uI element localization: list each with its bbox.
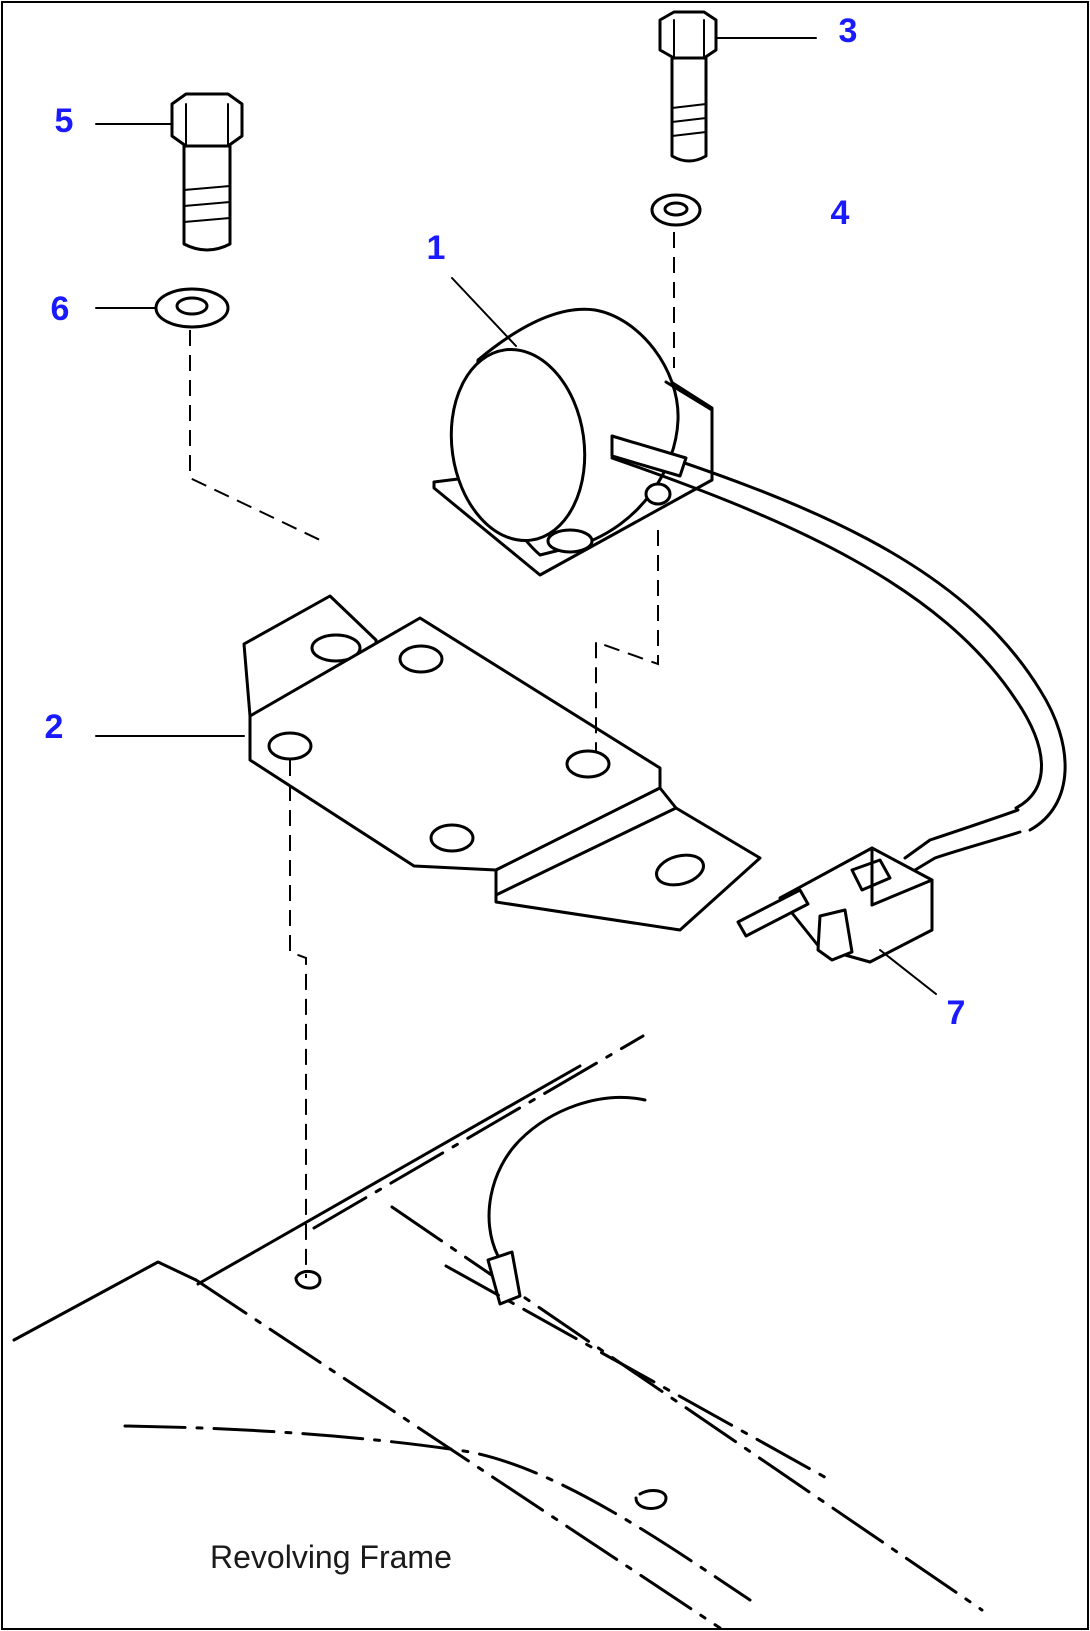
callout-7: 7 <box>947 994 966 1032</box>
wire-harness <box>610 434 1067 872</box>
callout-2: 2 <box>45 708 64 746</box>
callout-1: 1 <box>427 229 446 267</box>
callout-6: 6 <box>51 290 70 328</box>
callout-3: 3 <box>839 12 858 50</box>
part-1-buzzer <box>432 307 714 577</box>
part-2-bracket <box>242 594 762 932</box>
leader-lines <box>95 37 937 995</box>
part-6-washer <box>154 287 230 329</box>
callout-5: 5 <box>55 102 74 140</box>
part-5-bolt <box>170 92 244 252</box>
part-7-connector <box>736 846 934 964</box>
revolving-frame-label: Revolving Frame <box>210 1539 452 1575</box>
part-3-bolt <box>658 10 718 163</box>
part-4-washer <box>650 193 702 227</box>
assembly-lines <box>189 232 675 1278</box>
callout-4: 4 <box>831 194 850 232</box>
revolving-frame <box>12 1034 984 1630</box>
